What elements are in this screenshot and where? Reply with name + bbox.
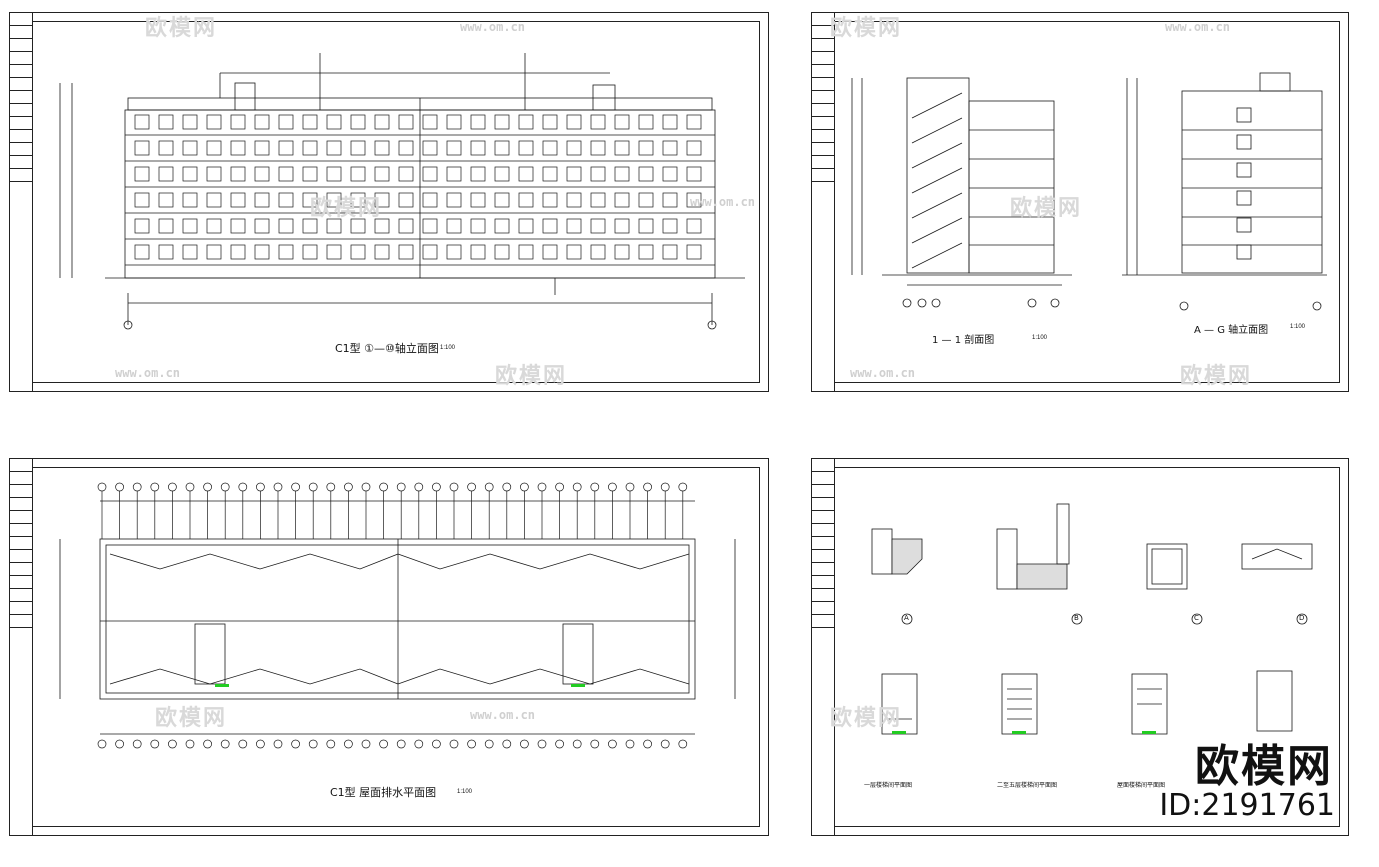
- roof-plan-caption: C1型 屋面排水平面图: [330, 786, 437, 799]
- watermark-url: www.om.cn: [470, 708, 536, 722]
- roof-plan-scale: 1:100: [457, 789, 473, 795]
- side-elevation-caption: A — G 轴立面图: [1194, 325, 1269, 336]
- side-elevation-scale: 1:100: [1290, 324, 1306, 330]
- watermark-url: www.om.cn: [850, 366, 916, 380]
- watermark-brand: 欧模网: [310, 196, 383, 221]
- watermark-brand: 欧模网: [1180, 364, 1253, 389]
- watermark-brand: 欧模网: [145, 16, 218, 41]
- detail-mark-d: D: [1299, 614, 1305, 622]
- watermark-url: www.om.cn: [1165, 20, 1231, 34]
- elevation-drawing: [59, 53, 745, 330]
- watermark-url: www.om.cn: [460, 20, 526, 34]
- watermark-url: www.om.cn: [115, 366, 181, 380]
- watermark-brand: 欧模网: [155, 706, 228, 731]
- detail-caption-3: 屋面楼梯间平面图: [1117, 782, 1166, 789]
- detail-mark-a: A: [904, 614, 909, 622]
- detail-mark-c: C: [1194, 614, 1199, 622]
- section-scale: 1:100: [1032, 335, 1048, 341]
- elevation-caption: C1型 ①—⑩轴立面图: [335, 342, 439, 355]
- details-drawing: [871, 503, 1313, 735]
- sheet-section: 1 — 1 剖面图 1:100 A — G 轴立面图 1:100: [811, 12, 1349, 392]
- watermark-brand: 欧模网: [830, 706, 903, 731]
- detail-caption-2: 二至五层楼梯间平面图: [997, 782, 1058, 789]
- watermark-brand: 欧模网: [495, 364, 568, 389]
- section-drawing: [851, 72, 1327, 311]
- sheet-details: A B C D 一层楼梯间平面图 二至五层楼梯间平面图 屋面楼梯间平面图: [811, 458, 1349, 836]
- elevation-scale: 1:100: [440, 345, 456, 351]
- watermark-brand: 欧模网: [830, 16, 903, 41]
- brand-logo-text: 欧模网: [1195, 741, 1333, 792]
- section-caption: 1 — 1 剖面图: [932, 335, 995, 346]
- brand-id: ID:2191761: [1159, 788, 1335, 823]
- detail-caption-1: 一层楼梯间平面图: [864, 782, 913, 789]
- watermark-brand: 欧模网: [1010, 196, 1083, 221]
- roof-plan-drawing: [59, 482, 736, 749]
- detail-mark-b: B: [1074, 614, 1079, 622]
- sheet-elevation: C1型 ①—⑩轴立面图 1:100: [9, 12, 769, 392]
- watermark-url: www.om.cn: [690, 195, 756, 209]
- sheet-roof-plan: C1型 屋面排水平面图 1:100: [9, 458, 769, 836]
